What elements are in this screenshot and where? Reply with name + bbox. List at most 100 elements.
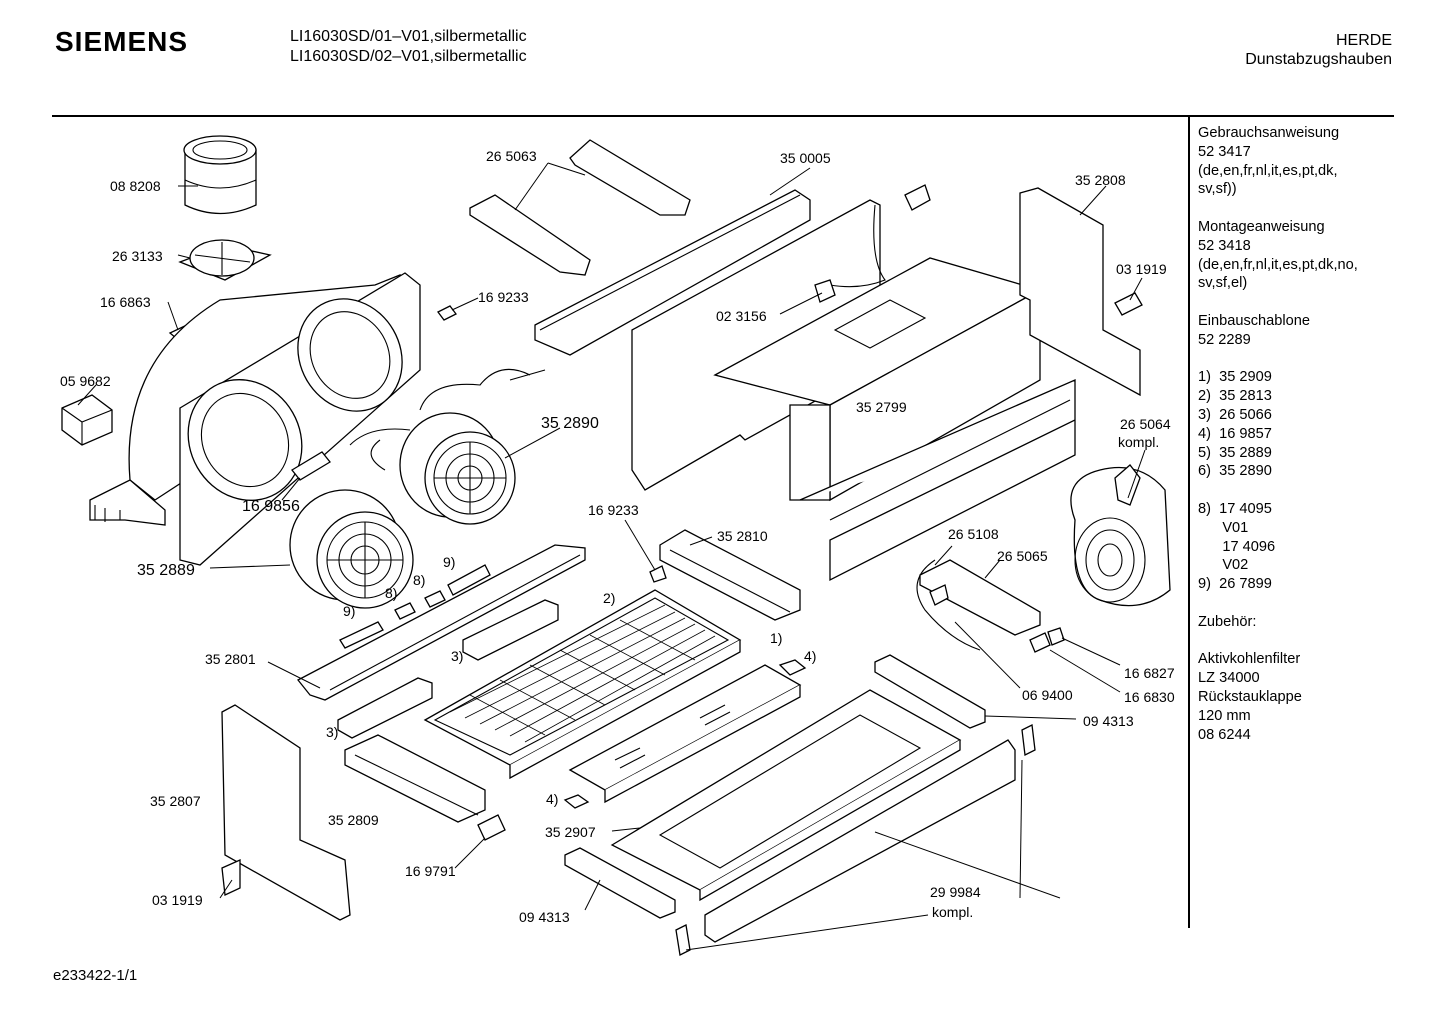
end-cap-part [477, 814, 506, 841]
rail-part [534, 189, 811, 356]
reference-line: sv,sf)) [1198, 181, 1237, 198]
mounting-bracket-part [469, 139, 691, 276]
label-169791: 16 9791 [405, 863, 456, 879]
label-352889: 35 2889 [137, 562, 195, 579]
reference-line: 1) 35 2909 [1198, 369, 1272, 386]
label-094313-lower: 09 4313 [519, 909, 570, 925]
label-352799: 35 2799 [856, 399, 907, 415]
ballast-part [61, 394, 113, 446]
label-023156: 02 3156 [716, 308, 767, 324]
reference-line: sv,sf,el) [1198, 275, 1248, 292]
label-169233-lower: 16 9233 [588, 502, 639, 518]
bottom-frame-part [610, 689, 962, 902]
label-265108: 26 5108 [948, 526, 999, 542]
model-line-2: LI16030SD/02–V01,silbermetallic [290, 48, 527, 65]
lamp-rail-part [297, 544, 586, 701]
category-header: HERDE Dunstabzugshauben [1245, 31, 1392, 69]
brand-logo: SIEMENS [55, 26, 189, 57]
label-352907: 35 2907 [545, 824, 596, 840]
slide-rail-upper-part [874, 654, 986, 729]
reference-line: 17 4096 [1198, 538, 1276, 555]
label-169856: 16 9856 [242, 498, 300, 515]
reference-line: 120 mm [1198, 707, 1251, 724]
reference-line: (de,en,fr,nl,it,es,pt,dk, [1198, 162, 1338, 179]
front-panel-part [675, 724, 1036, 956]
label-note-4-upper: 4) [804, 648, 816, 664]
filter-frame-top-part [659, 529, 801, 621]
switch-module-part [916, 559, 1065, 653]
exhaust-collar-part [183, 135, 257, 215]
label-031919-lower: 03 1919 [152, 892, 203, 908]
fan-motor-right-part [399, 412, 516, 525]
reference-line: Gebrauchsanweisung [1198, 125, 1340, 141]
lower-clip-part [649, 565, 667, 583]
label-352808: 35 2808 [1075, 172, 1126, 188]
back-panel-part [631, 184, 931, 491]
model-list: LI16030SD/01–V01,silbermetallic LI16030S… [290, 27, 527, 67]
reference-line: Aktivkohlenfilter [1198, 651, 1301, 668]
label-352890: 35 2890 [541, 415, 599, 432]
small-clip-part [437, 305, 457, 321]
label-350005: 35 0005 [780, 150, 831, 166]
label-352809: 35 2809 [328, 812, 379, 828]
label-note-2: 2) [603, 590, 615, 606]
reference-line: 6) 35 2890 [1198, 463, 1272, 480]
label-299984: 29 9984 [930, 884, 981, 900]
label-169233-upper: 16 9233 [478, 289, 529, 305]
label-265064: 26 5064 [1120, 416, 1171, 432]
label-166863: 16 6863 [100, 294, 151, 310]
label-069400: 06 9400 [1022, 687, 1073, 703]
small-part-4-part [563, 659, 807, 809]
sidepanel-divider [1188, 116, 1190, 928]
reference-line: V02 [1198, 557, 1249, 574]
reference-block: Montageanweisung 52 3418 (de,en,fr,nl,it,e… [1198, 218, 1398, 293]
reference-line: 4) 16 9857 [1198, 425, 1272, 442]
label-166830: 16 6830 [1124, 689, 1175, 705]
reference-line: 2) 35 2813 [1198, 388, 1272, 405]
header-divider [52, 115, 1394, 117]
fan-housing-part [89, 272, 421, 566]
label-note-9-upper: 9) [443, 554, 455, 570]
label-166827: 16 6827 [1124, 665, 1175, 681]
reference-line: V01 [1198, 519, 1249, 536]
lamps-part [339, 564, 491, 649]
fan-motor-left-part [289, 489, 414, 609]
label-note-8-upper: 8) [413, 572, 425, 588]
label-031919-upper: 03 1919 [1116, 261, 1167, 277]
recirculation-kit-part [1070, 464, 1171, 607]
slide-rail-lower-part [564, 847, 676, 919]
reference-line: 52 3418 [1198, 237, 1251, 254]
backflow-flap-part [178, 239, 272, 281]
grease-filter-part [423, 589, 742, 780]
reference-line: 52 2289 [1198, 331, 1251, 348]
clip-part [291, 451, 331, 481]
parts-reference-panel: Gebrauchsanweisung 52 3417 (de,en,fr,nl,it… [1198, 124, 1398, 763]
document-footer: e233422-1/1 [53, 967, 138, 984]
reference-line: 3) 26 5066 [1198, 406, 1272, 423]
hood-body-part [713, 257, 1076, 582]
label-352801: 35 2801 [205, 651, 256, 667]
reference-line: 9) 26 7899 [1198, 576, 1272, 593]
label-265063: 26 5063 [486, 148, 537, 164]
reference-line: Montageanweisung [1198, 218, 1325, 235]
label-note-8-lower: 8) [385, 585, 397, 601]
reference-line: 52 3417 [1198, 143, 1251, 160]
label-059682: 05 9682 [60, 373, 111, 389]
label-352807: 35 2807 [150, 793, 201, 809]
label-265065: 26 5065 [997, 548, 1048, 564]
reference-line: 5) 35 2889 [1198, 444, 1272, 461]
label-note-3-upper: 3) [451, 648, 463, 664]
label-note-1: 1) [770, 630, 782, 646]
label-088208: 08 8208 [110, 178, 161, 194]
reference-line: Rückstauklappe [1198, 688, 1302, 705]
leader-lines [77, 162, 1146, 951]
label-352810: 35 2810 [717, 528, 768, 544]
model-line-1: LI16030SD/01–V01,silbermetallic [290, 28, 527, 45]
reference-line: (de,en,fr,nl,it,es,pt,dk,no, [1198, 256, 1358, 273]
label-note-4-lower: 4) [546, 791, 558, 807]
filter-cassette-lower-part [337, 677, 433, 739]
